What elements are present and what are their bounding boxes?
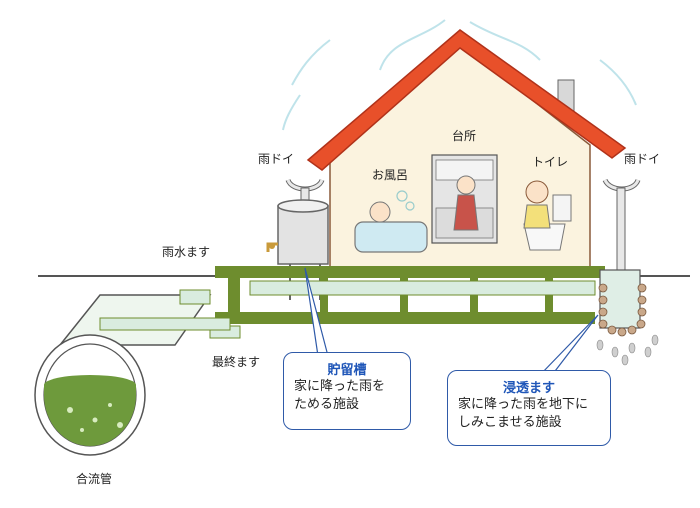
infiltration-basin-line-1: 家に降った雨を地下に — [458, 397, 589, 412]
storage-tank-line-2: ためる施設 — [294, 397, 360, 412]
downspout-left-label: 雨ドイ — [258, 152, 295, 166]
storage-tank — [266, 199, 329, 300]
wind-lines — [282, 19, 637, 131]
kitchen-label: 台所 — [452, 129, 477, 143]
infiltration-basin-callout: 浸透ます 家に降った雨を地下に しみこませる施設 — [447, 370, 611, 446]
final-basin-label: 最終ます — [212, 355, 261, 369]
downspout-right — [602, 178, 641, 274]
toilet-label: トイレ — [532, 155, 569, 169]
bath-label: お風呂 — [372, 168, 409, 182]
toilet-tank — [552, 194, 572, 222]
combined-sewer-pipe — [34, 294, 212, 456]
downspout-right-label: 雨ドイ — [624, 152, 661, 166]
infiltration-basin-title: 浸透ます — [502, 381, 555, 396]
storage-tank-callout: 貯留槽 家に降った雨を ためる施設 — [283, 352, 411, 430]
roof — [306, 29, 627, 171]
infiltration-basin-line-2: しみこませる施設 — [458, 415, 562, 430]
rain-basin-label: 雨水ます — [162, 245, 211, 259]
storage-tank-line-1: 家に降った雨を — [294, 379, 386, 394]
house — [306, 29, 627, 273]
infiltration-basin — [596, 269, 659, 366]
pipe-network — [99, 266, 605, 339]
combined-sewer-label: 合流管 — [76, 472, 113, 486]
toilet-bowl — [523, 223, 566, 251]
bathtub — [354, 221, 428, 253]
storage-tank-title: 貯留槽 — [327, 363, 367, 378]
